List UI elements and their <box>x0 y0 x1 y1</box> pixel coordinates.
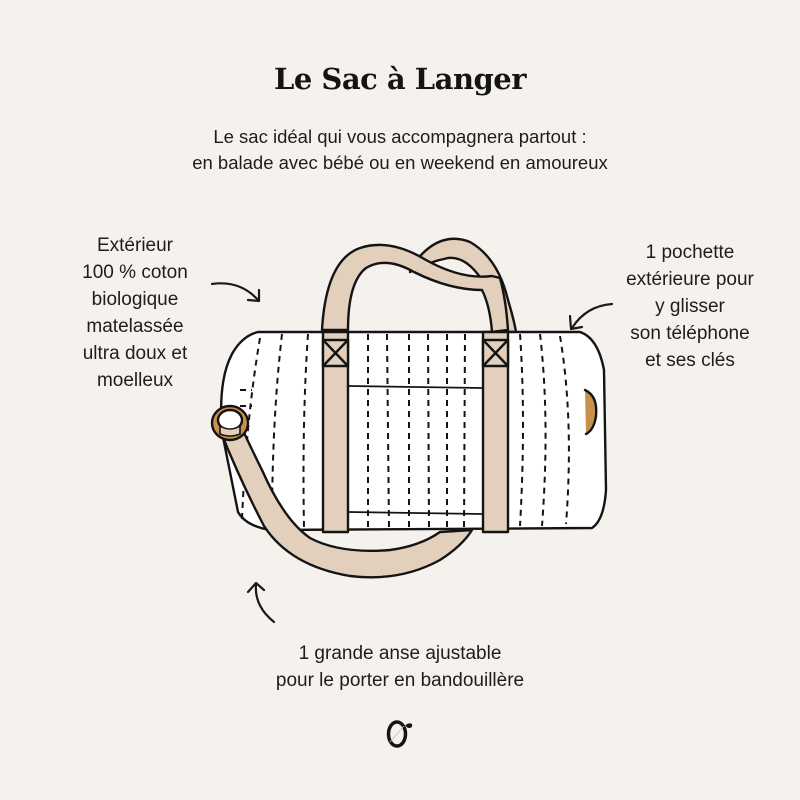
annotation-line: y glisser <box>655 296 725 317</box>
annotation-line: Extérieur <box>96 235 174 256</box>
subtitle-line: en balade avec bébé ou en weekend en amo… <box>192 152 608 173</box>
annotation-line: matelassée <box>86 316 184 337</box>
annotation-line: biologique <box>91 289 179 310</box>
page-title: Le Sac à Langer <box>273 62 527 96</box>
annotation-line: moelleux <box>96 370 174 391</box>
annotation-strap: 1 grande anse ajustable pour le porter e… <box>0 640 800 694</box>
annotation-exterior: Extérieur 100 % coton biologique matelas… <box>40 232 230 394</box>
annotation-line: son téléphone <box>630 323 750 344</box>
annotation-line: 1 grande anse ajustable <box>298 643 502 664</box>
subtitle-line: Le sac idéal qui vous accompagnera parto… <box>213 126 587 147</box>
annotation-line: pour le porter en bandouillère <box>275 670 525 691</box>
brand-logo-icon <box>386 720 413 748</box>
diaper-bag-illustration <box>210 237 608 579</box>
annotation-line: extérieure pour <box>626 269 754 290</box>
curved-arrow-down-left-icon <box>568 302 614 331</box>
annotation-line: 1 pochette <box>645 242 735 263</box>
annotation-line: et ses clés <box>645 350 735 371</box>
annotation-pocket: 1 pochette extérieure pour y glisser son… <box>590 239 790 374</box>
subtitle: Le sac idéal qui vous accompagnera parto… <box>0 124 800 176</box>
curved-arrow-down-right-icon <box>210 282 261 303</box>
curved-arrow-up-icon <box>246 581 276 624</box>
annotation-line: 100 % coton <box>82 262 188 283</box>
annotation-line: ultra doux et <box>82 343 188 364</box>
